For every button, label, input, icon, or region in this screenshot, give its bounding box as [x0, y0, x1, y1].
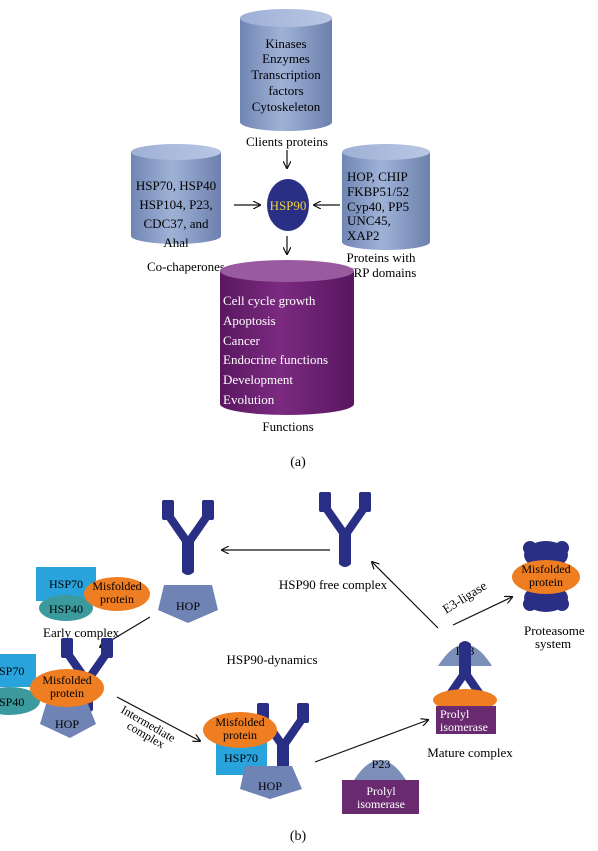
p23-label: P23	[372, 757, 391, 771]
mature-complex: P23 Prolyl isomerase	[433, 641, 497, 734]
hsp40-shape	[0, 687, 40, 715]
misfolded-label: protein	[223, 728, 257, 742]
prolyl-isomerase	[342, 780, 419, 814]
hsp70-label: HSP70	[49, 577, 83, 591]
arrow-mature-to-free	[372, 562, 439, 629]
hsp90-early-complex: HOP	[158, 500, 218, 623]
hsp90-label: HSP90	[270, 198, 307, 213]
hsp90-node	[267, 179, 309, 231]
function-item: Endocrine functions	[223, 352, 328, 367]
trp-item: XAP2	[347, 228, 380, 243]
trp-label: TRP domains	[346, 265, 417, 280]
clients-item: factors	[268, 83, 303, 98]
misfolded-label: protein	[50, 686, 84, 700]
function-item: Cell cycle growth	[223, 293, 316, 308]
misfolded-protein	[512, 560, 580, 594]
trp-item: Cyp40, PP5	[347, 199, 409, 214]
cochaperone-item: HSP70, HSP40	[136, 178, 216, 193]
prolyl-label: Prolyl	[366, 784, 396, 798]
misfolded-label: protein	[100, 592, 134, 606]
arrow-to-mature	[314, 720, 428, 763]
function-item: Cancer	[223, 333, 260, 348]
clients-item: Enzymes	[262, 51, 310, 66]
hop-label: HOP	[176, 599, 200, 613]
hop-label: HOP	[258, 779, 282, 793]
caption-a: (a)	[290, 455, 306, 470]
hsp40-label: HSP40	[49, 602, 83, 616]
trp-item: HOP, CHIP	[347, 169, 408, 184]
hsp70-label: SP70	[0, 664, 24, 678]
misfolded-label: Misfolded	[215, 715, 264, 729]
clients-label: Clients proteins	[246, 134, 328, 149]
hop-shape	[240, 766, 302, 799]
hsp40-label: SP40	[0, 695, 24, 709]
dynamics-label: HSP90-dynamics	[227, 652, 318, 667]
mature-complex-label: Mature complex	[427, 745, 513, 760]
clients-item: Transcription	[251, 67, 321, 82]
misfolded-label: Misfolded	[92, 579, 141, 593]
functions-label: Functions	[262, 419, 313, 434]
trp-cylinder: HOP, CHIP FKBP51/52 Cyp40, PP5 UNC45, XA…	[342, 144, 430, 250]
trp-item: FKBP51/52	[347, 184, 409, 199]
misfolded-protein	[30, 669, 104, 707]
misfolded-label: Misfolded	[42, 673, 91, 687]
cochaperone-item: Ahal	[163, 235, 189, 250]
trp-label: Proteins with	[347, 250, 416, 265]
prolyl-label: isomerase	[357, 797, 405, 811]
proteasome-label: Proteasome	[524, 623, 585, 638]
misfolded-protein	[433, 689, 497, 711]
misfolded-label: protein	[529, 575, 563, 589]
clients-item: Kinases	[265, 36, 306, 51]
prolyl-label: Prolyl	[440, 707, 470, 721]
prolyl-isomerase	[436, 706, 496, 734]
cochaperones-label: Co-chaperones	[147, 259, 225, 274]
early-complex-label: Early complex	[43, 625, 120, 640]
misfolded-label: Misfolded	[521, 562, 570, 576]
hop-shape	[40, 704, 96, 738]
p23-shape	[354, 760, 406, 780]
clients-cylinder: Kinases Enzymes Transcription factors Cy…	[240, 9, 332, 131]
cochaperone-item: HSP104, P23,	[139, 197, 212, 212]
caption-b: (b)	[290, 829, 307, 844]
hsp70-label: HSP70	[224, 751, 258, 765]
function-item: Development	[223, 372, 293, 387]
proteasome: Misfolded protein	[512, 541, 580, 612]
hsp70-box	[0, 654, 36, 687]
arrow-intermediate-to-center	[116, 696, 200, 741]
cochaperones-cylinder: HSP70, HSP40 HSP104, P23, CDC37, and Aha…	[131, 144, 221, 250]
free-complex-label: HSP90 free complex	[279, 577, 388, 592]
trp-item: UNC45,	[347, 213, 391, 228]
prolyl-label: isomerase	[440, 720, 488, 734]
cochaperone-item: CDC37, and	[144, 216, 210, 231]
clients-item: Cytoskeleton	[252, 99, 321, 114]
function-item: Evolution	[223, 392, 275, 407]
misfolded-protein	[84, 577, 150, 611]
function-item: Apoptosis	[223, 313, 276, 328]
hop-label: HOP	[55, 717, 79, 731]
misfolded-protein	[203, 712, 277, 748]
hsp90-free-complex	[319, 492, 371, 567]
functions-cylinder: Cell cycle growth Apoptosis Cancer Endoc…	[220, 260, 354, 415]
proteasome-label: system	[535, 636, 571, 651]
hsp40-shape	[39, 595, 93, 621]
arrow-to-proteasome	[452, 597, 512, 626]
hop-shape	[158, 585, 218, 623]
